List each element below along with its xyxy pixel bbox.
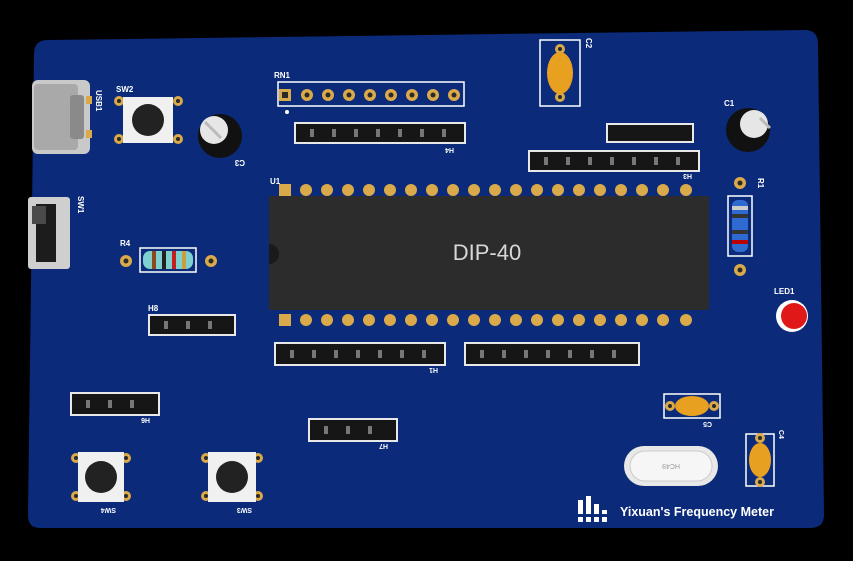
logo [578, 496, 607, 522]
usb-label: USB1 [94, 90, 103, 112]
h3-label: H3 [683, 172, 692, 179]
c4-label: C4 [777, 430, 784, 439]
tactile-button-sw4: SW4 [71, 452, 131, 513]
capacitor-c1: C1 [724, 99, 772, 152]
header-short-top [606, 123, 694, 143]
tactile-button-sw2: SW2 [114, 85, 183, 144]
c5-label: C5 [703, 420, 712, 427]
header-h7: H7 [308, 418, 398, 449]
header-h4: H4 [294, 122, 466, 153]
capacitor-c3: C3 [198, 114, 245, 167]
capacitor-c5: C5 [663, 393, 721, 427]
capacitor-c4: C4 [745, 430, 784, 487]
header-h1: H1 [274, 342, 446, 373]
capacitor-c2: C2 [539, 38, 593, 107]
resistor-r4: R4 [120, 239, 217, 273]
c2-label: C2 [584, 38, 593, 49]
c1-label: C1 [724, 99, 735, 108]
h8-label: H8 [148, 304, 159, 313]
crystal: HC49 [624, 446, 718, 486]
sw1-label: SW1 [76, 196, 85, 214]
r1-label: R1 [756, 178, 765, 189]
header-bottom-right [464, 342, 640, 366]
h6-label: H6 [141, 416, 150, 423]
crystal-marking: HC49 [662, 462, 680, 469]
sw2-label: SW2 [116, 85, 134, 94]
header-h8: H8 [148, 304, 236, 336]
dip40-chip: U1 DIP-40 [269, 177, 709, 326]
header-h3: H3 [528, 150, 700, 179]
h7-label: H7 [379, 442, 388, 449]
h1-label: H1 [429, 366, 438, 373]
led-red: LED1 [774, 287, 808, 332]
sw4-label: SW4 [101, 506, 116, 513]
rn1-label: RN1 [274, 71, 291, 80]
u1-label: U1 [270, 177, 281, 186]
board-title: Yixuan's Frequency Meter [620, 505, 774, 519]
chip-label: DIP-40 [453, 240, 521, 265]
led1-label: LED1 [774, 287, 795, 296]
slide-switch: SW1 [28, 196, 85, 269]
usb-connector: USB1 [32, 80, 103, 154]
sw3-label: SW3 [237, 506, 252, 513]
tactile-button-sw3: SW3 [201, 452, 263, 513]
resistor-r1: R1 [727, 177, 765, 276]
header-h6: H6 [70, 392, 160, 423]
c3-label: C3 [234, 158, 245, 167]
r4-label: R4 [120, 239, 131, 248]
h4-label: H4 [445, 146, 454, 153]
resistor-network-rn1: RN1 [274, 71, 465, 114]
